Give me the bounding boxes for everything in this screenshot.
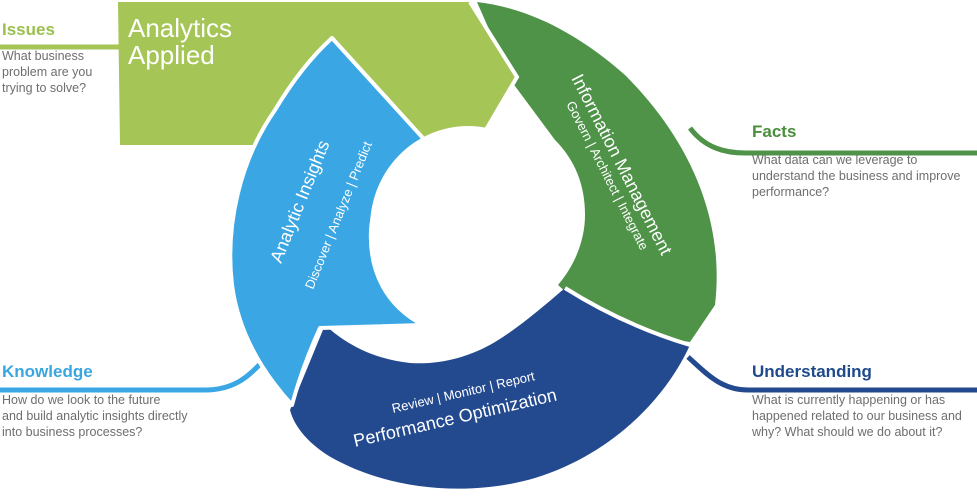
facts-text-line: understand the business and improve — [752, 169, 961, 183]
understanding-text-line: happened related to our business and — [752, 409, 962, 423]
facts-block: Facts What data can we leverage to under… — [752, 122, 974, 200]
understanding-connector-line — [686, 355, 977, 393]
segment-performance-optimization — [290, 288, 690, 489]
facts-heading: Facts — [752, 122, 797, 141]
center-hole — [370, 126, 566, 328]
issues-text-line: problem are you — [2, 65, 93, 79]
analytics-applied-divider — [468, 0, 520, 147]
knowledge-text-line: How do we look to the future — [2, 393, 161, 407]
issues-block: Issues What business problem are you try… — [2, 20, 112, 96]
issues-heading: Issues — [2, 20, 55, 39]
facts-text: What data can we leverage to understand … — [752, 152, 974, 200]
understanding-text-line: why? What should we do about it? — [752, 425, 943, 439]
understanding-text-line: What is currently happening or has — [752, 393, 946, 407]
performance-optimization-border — [563, 286, 691, 347]
knowledge-connector-line — [0, 360, 264, 393]
understanding-heading: Understanding — [752, 362, 872, 381]
title-line-1: Analytics — [128, 13, 232, 43]
knowledge-block: Knowledge How do we look to the future a… — [2, 362, 212, 440]
understanding-text: What is currently happening or has happe… — [752, 392, 974, 440]
knowledge-text-line: into business processes? — [2, 425, 143, 439]
segment-information-management — [477, 2, 717, 342]
facts-connector-line — [688, 126, 977, 156]
knowledge-text-line: and build analytic insights directly — [2, 409, 188, 423]
issues-text-line: What business — [2, 49, 84, 63]
issues-text: What business problem are you trying to … — [2, 48, 112, 96]
issues-text-line: trying to solve? — [2, 81, 87, 95]
title-line-2: Applied — [128, 40, 215, 70]
facts-text-line: What data can we leverage to — [752, 153, 918, 167]
understanding-block: Understanding What is currently happenin… — [752, 362, 974, 440]
facts-text-line: performance? — [752, 185, 830, 199]
knowledge-heading: Knowledge — [2, 362, 93, 381]
knowledge-text: How do we look to the future and build a… — [2, 392, 212, 440]
